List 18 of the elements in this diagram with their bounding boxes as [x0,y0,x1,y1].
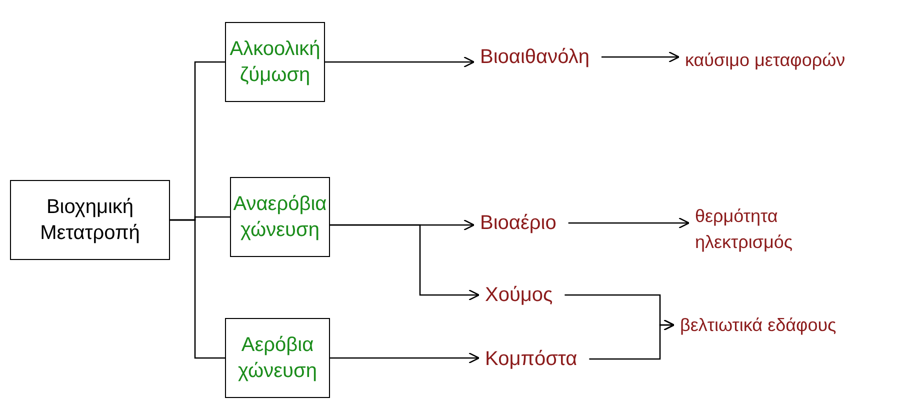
connector-line [170,219,225,359]
process-box: Αλκοολική ζύμωση [225,22,325,102]
use-label: θερμότητα ηλεκτρισμός [693,201,843,257]
arrow [330,352,480,364]
arrow [589,319,675,360]
product-label: Κομπόστα [483,344,580,374]
arrow [568,217,690,229]
arrow [601,51,680,63]
process-box: Αναερόβια χώνευση [230,177,330,257]
arrow [325,56,475,68]
product-label: Χούμος [483,280,555,310]
process-box: Βιοχημική Μετατροπή [10,180,170,260]
product-label: Βιοαέριο [478,208,558,238]
process-box: Αερόβια χώνευση [225,318,330,398]
use-label: βελτιωτικά εδάφους [678,310,838,340]
arrow [330,224,480,301]
product-label: Βιοαιθανόλη [478,42,592,72]
use-label: καύσιμο μεταφορών [683,45,848,75]
